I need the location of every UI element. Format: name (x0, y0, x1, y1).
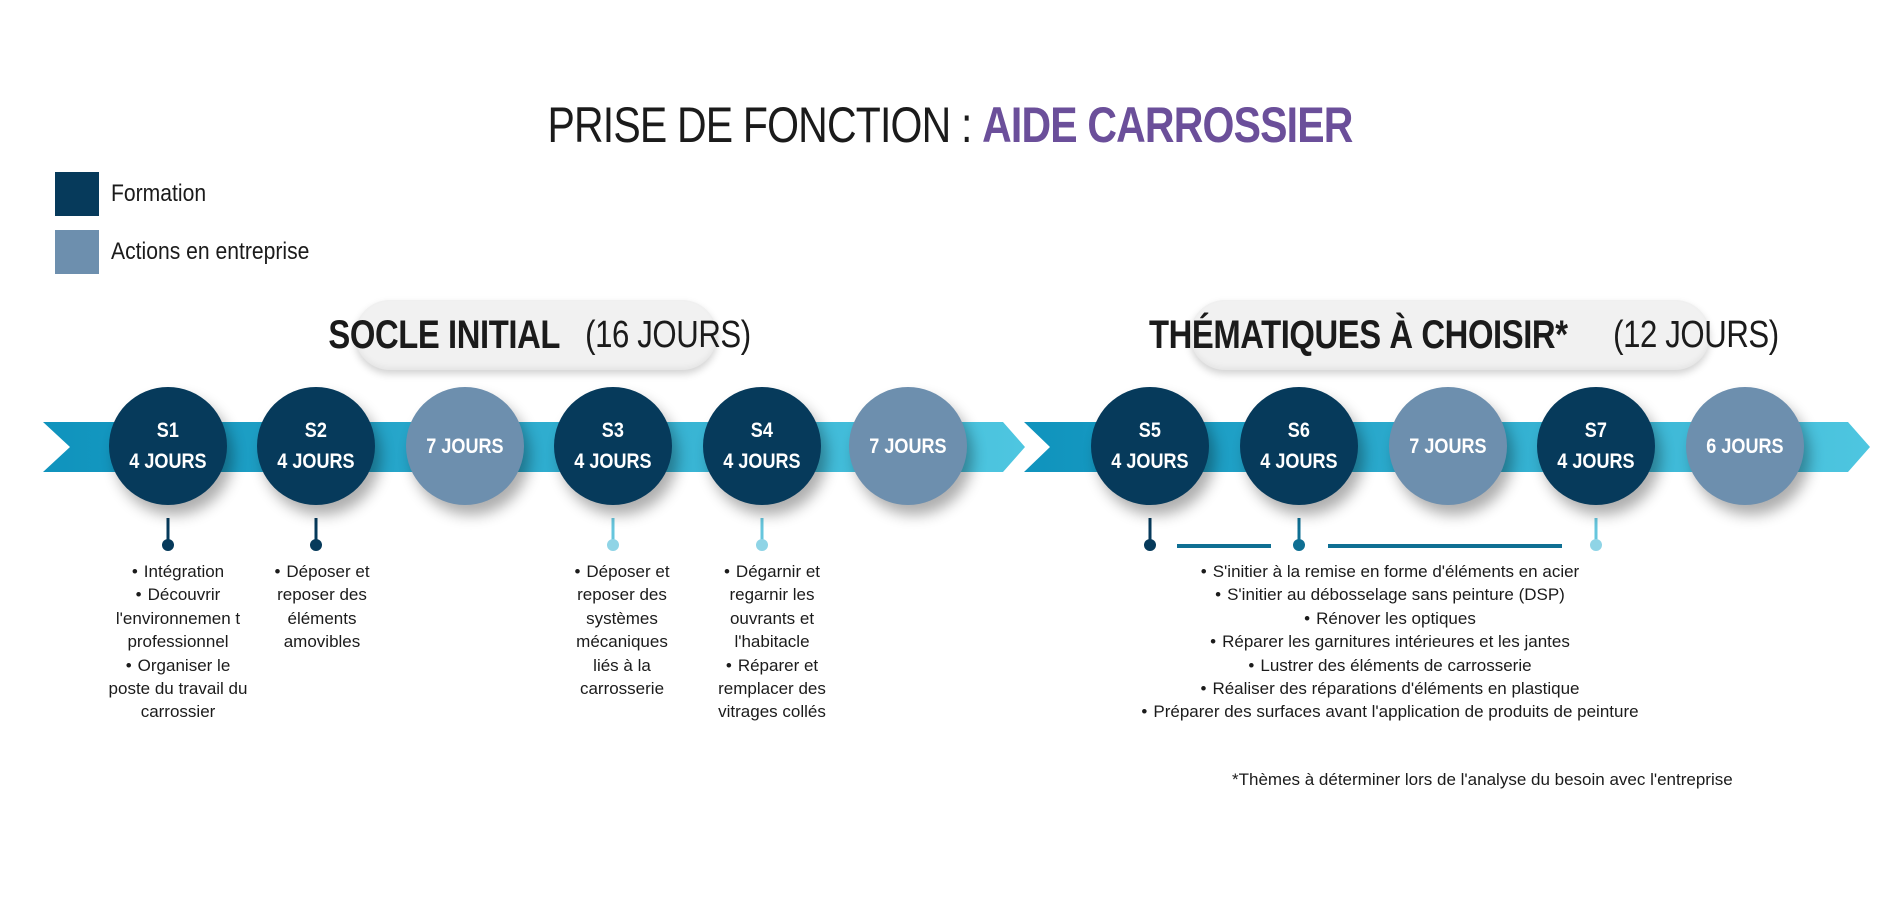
legend-swatch-formation (55, 172, 99, 216)
list-item: Dégarnir et regarnir les ouvrants et l'h… (714, 560, 830, 654)
step-entreprise-3: 7 JOURS (1389, 387, 1507, 505)
details-s2: Déposer et reposer des éléments amovible… (266, 560, 378, 654)
step-days: 4 JOURS (723, 450, 801, 473)
step-entreprise-4: 6 JOURS (1686, 387, 1804, 505)
title-highlight: AIDE CARROSSIER (982, 97, 1353, 153)
step-s1: S1 4 JOURS (109, 387, 227, 505)
step-label: S7 (1584, 419, 1608, 442)
step-days: 7 JOURS (869, 434, 947, 458)
details-thematiques: S'initier à la remise en forme d'élément… (1080, 560, 1700, 724)
step-days: 4 JOURS (1260, 450, 1338, 473)
step-s5: S5 4 JOURS (1091, 387, 1209, 505)
list-item: Réparer et remplacer des vitrages collés (714, 654, 830, 724)
step-days: 4 JOURS (574, 450, 652, 473)
section-duration-thematiques: (12 JOURS) (1613, 313, 1780, 356)
step-label: S3 (601, 419, 625, 442)
list-item: Découvrir l'environnemen t professionnel (108, 583, 248, 653)
list-item: Rénover les optiques (1080, 607, 1700, 630)
list-item: Organiser le poste du travail du carross… (108, 654, 248, 724)
step-entreprise-1: 7 JOURS (406, 387, 524, 505)
step-days: 4 JOURS (129, 450, 207, 473)
connector-s7 (1590, 518, 1602, 551)
step-days: 4 JOURS (277, 450, 355, 473)
details-s3: Déposer et reposer des systèmes mécaniqu… (563, 560, 681, 700)
step-label: S6 (1287, 419, 1311, 442)
title-prefix: PRISE DE FONCTION : (547, 97, 983, 153)
connector-s4 (756, 518, 768, 551)
connector-s2 (310, 518, 322, 551)
list-item: Lustrer des éléments de carrosserie (1080, 654, 1700, 677)
step-label: S5 (1138, 419, 1162, 442)
connector-s1 (162, 518, 174, 551)
section-pill-thematiques: THÉMATIQUES À CHOISIR* (12 JOURS) (1149, 300, 1779, 370)
section-duration-socle: (16 JOURS) (585, 313, 751, 356)
connector-s3 (607, 518, 619, 551)
legend-label-entreprise: Actions en entreprise (111, 238, 310, 265)
step-days: 6 JOURS (1706, 434, 1784, 458)
step-days: 4 JOURS (1111, 450, 1189, 473)
section-pill-socle: SOCLE INITIAL (16 JOURS) (328, 300, 751, 370)
list-item: Réparer les garnitures intérieures et le… (1080, 630, 1700, 653)
list-item: Déposer et reposer des éléments amovible… (266, 560, 378, 654)
connector-s6 (1293, 518, 1305, 551)
list-item: Intégration (108, 560, 248, 583)
step-days: 7 JOURS (426, 434, 504, 458)
step-label: S4 (750, 419, 774, 442)
step-days: 4 JOURS (1557, 450, 1635, 473)
step-entreprise-2: 7 JOURS (849, 387, 967, 505)
step-s4: S4 4 JOURS (703, 387, 821, 505)
section-name-thematiques: THÉMATIQUES À CHOISIR* (1148, 312, 1568, 357)
list-item: Déposer et reposer des systèmes mécaniqu… (563, 560, 681, 700)
legend-item-formation: Formation (55, 172, 219, 216)
list-item: S'initier à la remise en forme d'élément… (1080, 560, 1700, 583)
legend-item-entreprise: Actions en entreprise (55, 230, 336, 274)
step-s7: S7 4 JOURS (1537, 387, 1655, 505)
step-label: S1 (156, 419, 180, 442)
section-name-socle: SOCLE INITIAL (328, 312, 560, 357)
connector-s5 (1144, 518, 1156, 551)
step-days: 7 JOURS (1409, 434, 1487, 458)
list-item: S'initier au débosselage sans peinture (… (1080, 583, 1700, 606)
step-s6: S6 4 JOURS (1240, 387, 1358, 505)
page-title: PRISE DE FONCTION : AIDE CARROSSIER (171, 96, 1729, 154)
footnote: *Thèmes à déterminer lors de l'analyse d… (1232, 770, 1733, 789)
details-s4: Dégarnir et regarnir les ouvrants et l'h… (714, 560, 830, 724)
details-s1: Intégration Découvrir l'environnemen t p… (108, 560, 248, 724)
list-item: Préparer des surfaces avant l'applicatio… (1080, 700, 1700, 723)
list-item: Réaliser des réparations d'éléments en p… (1080, 677, 1700, 700)
legend-swatch-entreprise (55, 230, 99, 274)
legend-label-formation: Formation (111, 180, 207, 207)
step-label: S2 (304, 419, 328, 442)
step-s2: S2 4 JOURS (257, 387, 375, 505)
step-s3: S3 4 JOURS (554, 387, 672, 505)
